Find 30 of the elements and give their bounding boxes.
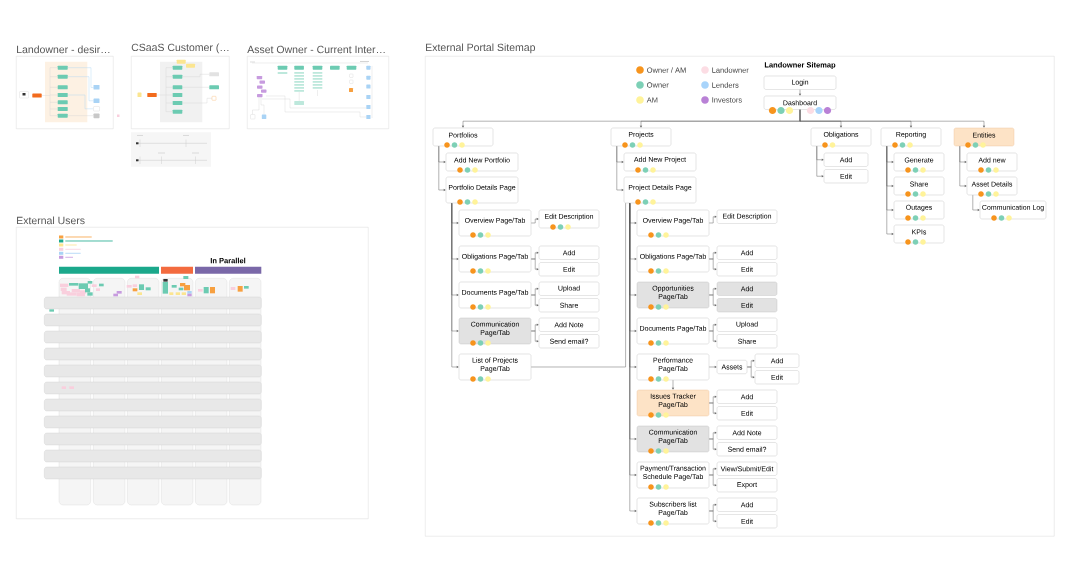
node-label: Landowner - desir… (17, 45, 110, 54)
arrow (616, 145, 624, 191)
arrow (708, 438, 717, 451)
arrow (708, 215, 717, 224)
node-label: External Portal Sitemap (426, 43, 536, 54)
arrow (438, 145, 446, 191)
arrow (672, 379, 674, 390)
arrow (708, 474, 717, 487)
node-label: Asset Owner - Current Inter… (247, 45, 385, 54)
arrow (799, 89, 801, 96)
node-label: CSaaS Customer (… (131, 43, 229, 54)
arrow (530, 330, 539, 343)
arrow (746, 366, 755, 379)
arrow (886, 145, 894, 235)
arrow (799, 109, 985, 128)
arrow (708, 366, 717, 368)
arrow (530, 218, 539, 224)
arrow (959, 145, 967, 187)
arrow (708, 258, 717, 271)
arrow (708, 294, 717, 307)
arrow (708, 402, 717, 415)
arrow (972, 194, 980, 211)
arrow (451, 202, 459, 368)
arrow (708, 510, 717, 523)
arrow (708, 330, 717, 343)
arrow (530, 258, 539, 271)
node-label: External Users (17, 216, 85, 225)
arrow (530, 294, 539, 307)
connector-line (530, 202, 626, 368)
arrow (816, 145, 824, 178)
